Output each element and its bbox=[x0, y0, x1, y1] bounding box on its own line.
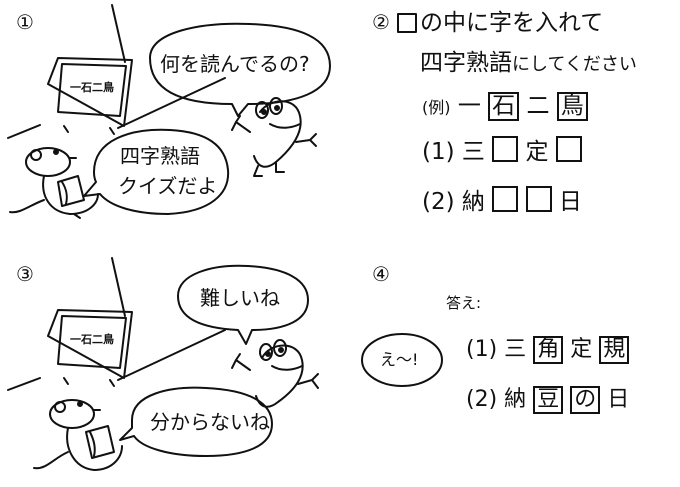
panel4-a1-char: 角 bbox=[533, 336, 564, 365]
panel4-number: ④ bbox=[372, 262, 390, 286]
panel2-number: ② bbox=[372, 10, 390, 34]
panel2-q2-blank-box bbox=[525, 186, 552, 212]
panel2-q2-char: 納 bbox=[461, 189, 485, 215]
panel3-mouse bbox=[33, 399, 123, 471]
panel3-tv bbox=[47, 309, 133, 387]
panel2-instruction-line2: 四字熟語にしてください bbox=[420, 52, 637, 75]
panel2-example-label: (例) bbox=[422, 98, 451, 117]
panel2-instruction-line1: の中に字を入れて bbox=[420, 10, 604, 36]
panel2-example-char: 鳥 bbox=[556, 92, 588, 122]
panel2-q1-char: 定 bbox=[525, 139, 549, 165]
panel4-a1-char: 三 bbox=[504, 337, 527, 362]
panel4-a2-char: 豆 bbox=[533, 386, 564, 415]
panel1-bubble-top bbox=[149, 22, 331, 117]
panel3-bubble-top-text: 難しいね bbox=[200, 286, 280, 310]
panel2-instruction-term: 四字熟語 bbox=[420, 50, 512, 76]
panel2-q2-label: (2) bbox=[422, 189, 455, 215]
panel4-a1-char: 定 bbox=[570, 337, 593, 362]
panel1-tv-label: 一石二鳥 bbox=[70, 81, 114, 94]
panel2-question1-row: (1) 三 定 bbox=[422, 136, 582, 164]
panel2-q2-blank-box bbox=[492, 186, 519, 212]
panel4-a2-char: 納 bbox=[504, 387, 527, 412]
panel2-q1-char: 三 bbox=[461, 139, 485, 165]
panel4-a2-char: 日 bbox=[607, 387, 630, 412]
panel1-bubble-bottom-line2: クイズだよ bbox=[118, 174, 218, 198]
panel1-bubble-top-text: 何を読んでるの? bbox=[160, 52, 310, 76]
panel4-answer2-row: (2) 納 豆 の 日 bbox=[466, 386, 630, 415]
panel4-bubble bbox=[361, 333, 443, 387]
panel1-number: ① bbox=[16, 10, 34, 34]
panel2-q1-blank-box bbox=[555, 136, 582, 162]
panel4-bubble-text: え〜! bbox=[380, 350, 419, 369]
panel2-q2-char: 日 bbox=[558, 189, 582, 215]
panel1-room-lines bbox=[7, 4, 226, 139]
panel1-bubble-bottom-line1: 四字熟語 bbox=[120, 144, 200, 168]
panel1-mouse bbox=[9, 147, 99, 219]
panel3-bird bbox=[231, 339, 319, 408]
panel1-bubble-bottom bbox=[83, 128, 230, 215]
panel2-example-char: 二 bbox=[526, 93, 550, 119]
panel3-number: ③ bbox=[16, 262, 34, 286]
panel3-bubble-bottom bbox=[119, 386, 273, 457]
panel3-tv-label: 一石二鳥 bbox=[70, 333, 114, 346]
panel1-bird bbox=[231, 97, 317, 177]
panel4-a1-label: (1) bbox=[466, 337, 498, 362]
panel2-question2-row: (2) 納 日 bbox=[422, 186, 582, 214]
panel2-q1-blank-box bbox=[492, 136, 519, 162]
panel2-example-row: (例) 一 石 二 鳥 bbox=[422, 92, 588, 122]
panel4-a2-label: (2) bbox=[466, 387, 498, 412]
panel2-example-char: 石 bbox=[488, 92, 520, 122]
panel2-instruction-tail: にしてください bbox=[512, 54, 637, 75]
panel4-a1-char: 規 bbox=[599, 336, 630, 365]
panel2-instruction-box bbox=[397, 13, 417, 33]
panel4-a2-char: の bbox=[570, 386, 601, 415]
panel2-example-char: 一 bbox=[457, 93, 481, 119]
panel3-bubble-bottom-text: 分からないね bbox=[150, 410, 270, 434]
panel1-tv bbox=[47, 57, 133, 135]
panel4-answer1-row: (1) 三 角 定 規 bbox=[466, 336, 630, 365]
panel2-q1-label: (1) bbox=[422, 139, 455, 165]
panel4-answer-heading: 答え: bbox=[446, 294, 482, 312]
panel3-bubble-top bbox=[177, 264, 309, 345]
panel3-room-lines bbox=[7, 257, 226, 391]
